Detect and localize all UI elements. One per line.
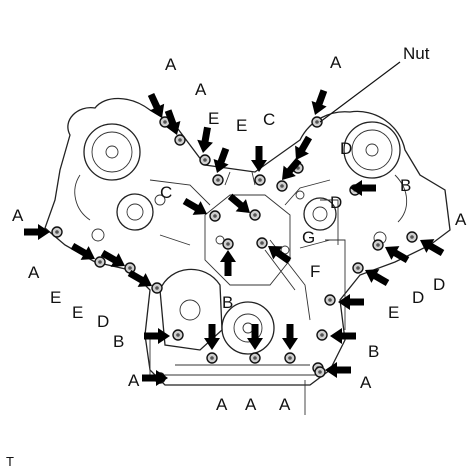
bolt-label: F bbox=[310, 262, 320, 281]
bolt-label: A bbox=[12, 206, 24, 225]
bolt-label: C bbox=[263, 110, 275, 129]
bolt-label: C bbox=[160, 183, 172, 202]
pointer-arrow bbox=[144, 328, 170, 344]
pointer-arrow bbox=[385, 246, 410, 264]
pointer-arrow bbox=[311, 89, 328, 115]
pointer-arrow bbox=[100, 249, 125, 267]
bolt-label: A bbox=[165, 55, 177, 74]
pointer-arrow bbox=[197, 126, 213, 153]
figure-code: T bbox=[6, 454, 14, 469]
bolt-label: A bbox=[455, 210, 467, 229]
bolt-center bbox=[320, 333, 324, 337]
nut-label: Nut bbox=[403, 44, 430, 63]
bolt-center bbox=[253, 356, 257, 360]
pointer-arrow bbox=[295, 135, 313, 160]
pointer-arrow bbox=[127, 269, 152, 287]
bolt-label: B bbox=[368, 342, 379, 361]
bolt-center bbox=[203, 158, 207, 162]
bolt-label: A bbox=[128, 371, 140, 390]
bolt-center bbox=[178, 138, 182, 142]
pointer-arrow bbox=[70, 242, 95, 260]
pointer-arrow bbox=[220, 250, 236, 276]
nut-leader-line bbox=[319, 61, 401, 123]
pointer-arrow bbox=[282, 324, 298, 350]
pointer-arrow bbox=[213, 147, 230, 173]
bolt-center bbox=[210, 356, 214, 360]
bolt-center bbox=[128, 266, 132, 270]
bolt-center bbox=[315, 120, 319, 124]
bolt-label: G bbox=[302, 228, 315, 247]
bolt-center bbox=[328, 298, 332, 302]
bolt-label: B bbox=[400, 176, 411, 195]
bolt-letter-labels: A A E E C A D B D C G F A A A E E D B B … bbox=[12, 53, 467, 414]
bolt-label: A bbox=[330, 53, 342, 72]
bolt-center bbox=[213, 214, 217, 218]
pointer-arrow bbox=[282, 157, 302, 180]
bolt-center bbox=[98, 260, 102, 264]
pointer-arrow bbox=[251, 146, 267, 172]
bolt-center bbox=[163, 120, 167, 124]
bolt-center bbox=[216, 178, 220, 182]
bolt-center bbox=[288, 356, 292, 360]
pointer-arrow bbox=[325, 362, 351, 378]
bolt-label: D bbox=[340, 139, 352, 158]
bolt-label: A bbox=[216, 395, 228, 414]
bolt-label: D bbox=[97, 312, 109, 331]
bolt-label: A bbox=[245, 395, 257, 414]
bolt-label: A bbox=[195, 80, 207, 99]
pointer-arrow bbox=[330, 328, 356, 344]
bolt-label: E bbox=[72, 303, 83, 322]
bolt-label: D bbox=[412, 288, 424, 307]
bolt-label: D bbox=[433, 275, 445, 294]
bolt-label: A bbox=[360, 373, 372, 392]
bolt-center bbox=[155, 286, 159, 290]
bolt-center bbox=[226, 242, 230, 246]
bolt-center bbox=[55, 230, 59, 234]
bolt-label: E bbox=[388, 303, 399, 322]
pointer-arrow bbox=[142, 370, 168, 386]
pointer-arrow bbox=[247, 324, 263, 350]
bolt-center bbox=[280, 184, 284, 188]
arrow-markers bbox=[24, 89, 445, 386]
bolt-center bbox=[176, 333, 180, 337]
bolt-center bbox=[410, 235, 414, 239]
bolt-label: D bbox=[330, 193, 342, 212]
bolt-markers bbox=[51, 116, 418, 384]
pointer-arrow bbox=[420, 239, 445, 257]
bolt-label: E bbox=[236, 116, 247, 135]
bolt-label: E bbox=[50, 288, 61, 307]
bolt-label: B bbox=[222, 293, 233, 312]
pointer-arrow bbox=[164, 109, 181, 135]
bolt-center bbox=[253, 213, 257, 217]
bolt-center bbox=[258, 178, 262, 182]
pointer-arrow bbox=[24, 224, 50, 240]
bolt-label: E bbox=[208, 109, 219, 128]
pointer-arrow bbox=[350, 180, 376, 196]
bolt-label: B bbox=[113, 332, 124, 351]
pointer-arrow bbox=[268, 246, 292, 264]
bolt-label: A bbox=[28, 263, 40, 282]
pointer-arrow bbox=[338, 294, 364, 310]
bolt-center bbox=[318, 370, 322, 374]
pointer-arrow bbox=[365, 269, 390, 287]
bolt-label: A bbox=[279, 395, 291, 414]
bolt-center bbox=[260, 241, 264, 245]
bolt-center bbox=[376, 243, 380, 247]
pointer-arrow bbox=[227, 193, 250, 213]
pointer-arrow bbox=[182, 197, 207, 215]
pointer-arrow bbox=[204, 324, 220, 350]
bolt-center bbox=[356, 266, 360, 270]
pointer-arrow bbox=[147, 92, 165, 118]
